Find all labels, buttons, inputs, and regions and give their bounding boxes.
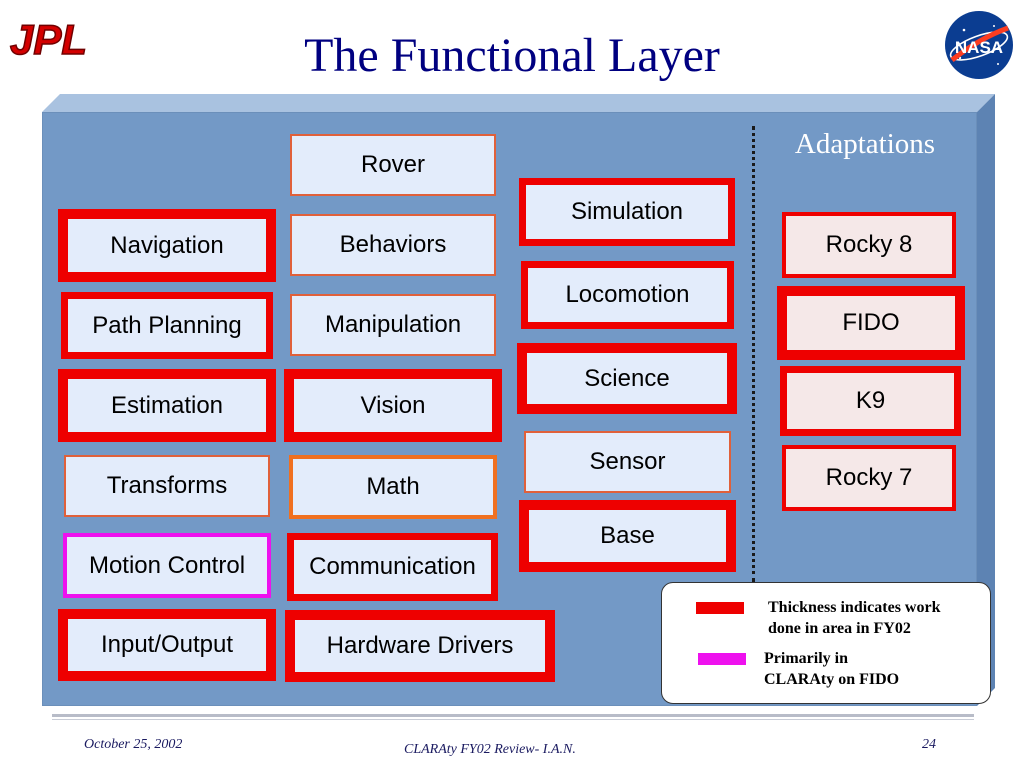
box-locomotion: Locomotion xyxy=(521,261,734,329)
box-manipulation: Manipulation xyxy=(290,294,496,356)
box-rocky-8: Rocky 8 xyxy=(782,212,956,278)
legend: Thickness indicates work done in area in… xyxy=(661,582,991,704)
footer-date: October 25, 2002 xyxy=(84,737,183,752)
box-vision: Vision xyxy=(284,369,502,442)
box-fido: FIDO xyxy=(777,286,965,360)
box-science: Science xyxy=(517,343,737,414)
box-estimation: Estimation xyxy=(58,369,276,442)
box-sensor: Sensor xyxy=(524,431,731,493)
adaptations-heading: Adaptations xyxy=(794,128,936,160)
box-input-output: Input/Output xyxy=(58,609,276,681)
slide-title: The Functional Layer xyxy=(304,29,720,82)
box-navigation: Navigation xyxy=(58,209,276,282)
legend-text-thickness-2: done in area in FY02 xyxy=(768,620,911,637)
legend-swatch-fido xyxy=(698,653,746,665)
box-base: Base xyxy=(519,500,736,572)
footer-page-number: 24 xyxy=(922,737,936,752)
box-rocky-7: Rocky 7 xyxy=(782,445,956,511)
box-simulation: Simulation xyxy=(519,178,735,246)
box-behaviors: Behaviors xyxy=(290,214,496,276)
nasa-logo: NASA xyxy=(942,8,1016,87)
legend-swatch-thickness xyxy=(696,602,744,614)
box-k9: K9 xyxy=(780,366,961,436)
legend-text-fido-1: Primarily in xyxy=(764,650,848,667)
adaptations-divider xyxy=(752,126,755,582)
box-motion-control: Motion Control xyxy=(63,533,271,598)
svg-text:NASA: NASA xyxy=(955,38,1003,57)
box-hardware-drivers: Hardware Drivers xyxy=(285,610,555,682)
box-rover: Rover xyxy=(290,134,496,196)
box-communication: Communication xyxy=(287,533,498,601)
box-path-planning: Path Planning xyxy=(61,292,273,359)
svg-text:JPL: JPL xyxy=(10,16,87,62)
footer-review: CLARAty FY02 Review- I.A.N. xyxy=(404,742,576,757)
footer-rule xyxy=(52,714,974,717)
legend-text-thickness-1: Thickness indicates work xyxy=(768,599,941,616)
box-math: Math xyxy=(289,455,497,519)
legend-text-fido-2: CLARAty on FIDO xyxy=(764,671,900,688)
jpl-logo: JPL xyxy=(6,14,116,67)
box-transforms: Transforms xyxy=(64,455,270,517)
footer-rule-thin xyxy=(52,719,974,720)
